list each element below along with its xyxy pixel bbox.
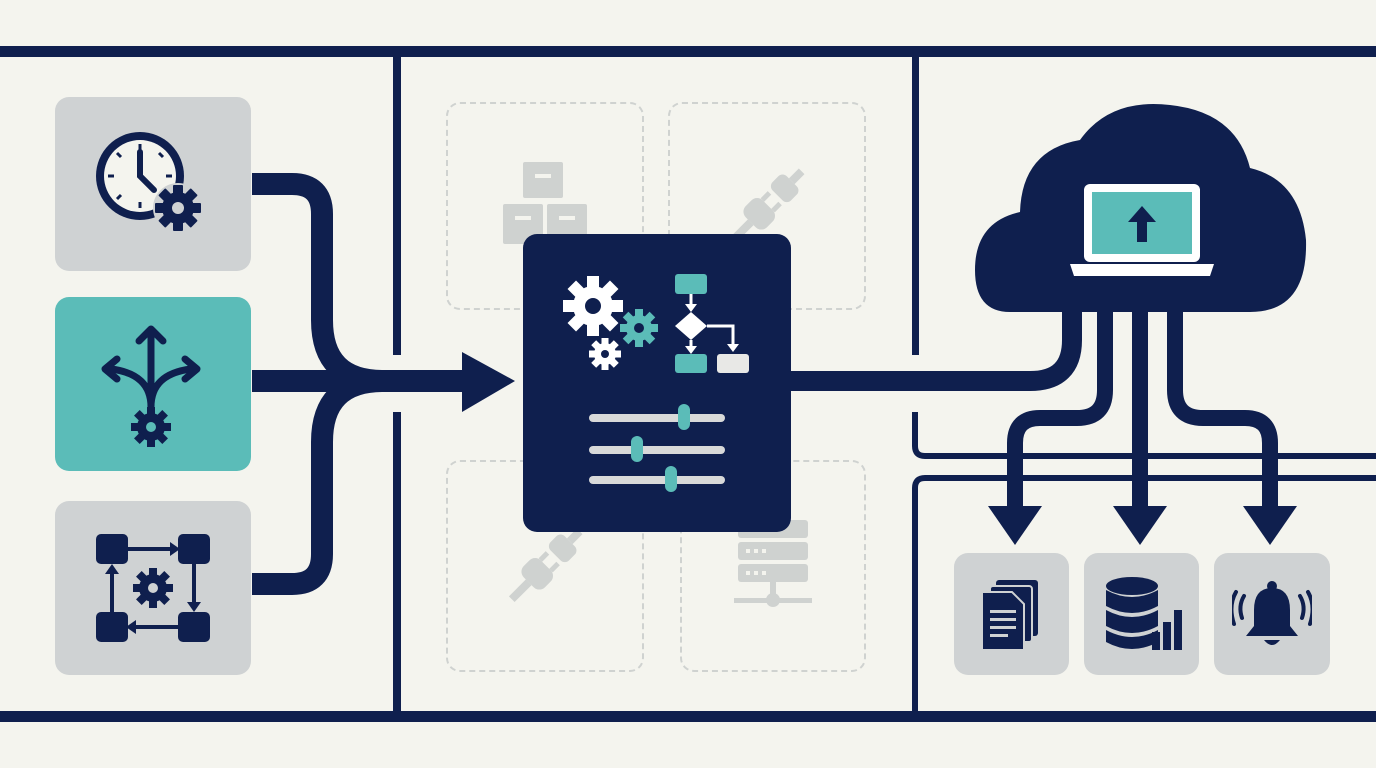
processor-to-cloud-connector — [790, 295, 1082, 391]
arrowhead-notification — [1243, 506, 1297, 545]
workflow-trigger-tile — [55, 501, 251, 675]
input-connectors — [252, 173, 470, 595]
bottom-rail — [0, 711, 1376, 722]
routing-trigger-tile — [55, 297, 251, 471]
notification-output-tile — [1214, 553, 1330, 675]
sliders-icon — [589, 404, 725, 492]
plug-icon — [508, 528, 583, 603]
documents-output-tile — [954, 553, 1069, 675]
branching-arrows-gear-icon — [101, 325, 201, 447]
node-loop-gear-icon — [96, 534, 210, 642]
divider-right-upper — [912, 57, 919, 355]
laptop-upload-icon — [1070, 184, 1214, 276]
merge-arrowhead — [462, 352, 515, 412]
right-panel-rails — [912, 412, 1376, 711]
clock-gear-icon — [96, 132, 203, 233]
plug-icon — [730, 168, 805, 243]
top-rail — [0, 46, 1376, 57]
arrowhead-database — [1113, 506, 1167, 545]
server-icon — [734, 520, 812, 607]
scheduled-trigger-tile — [55, 97, 251, 271]
gears-icon — [563, 276, 658, 370]
placeholder-integration-top — [668, 102, 866, 310]
database-chart-icon — [1105, 577, 1182, 650]
processor-icons — [563, 274, 749, 492]
divider-left-upper — [393, 57, 401, 355]
database-output-tile — [1084, 553, 1199, 675]
divider-left-lower — [393, 412, 401, 711]
placeholder-server — [680, 460, 866, 672]
bell-icon — [1232, 581, 1312, 645]
processor-panel — [523, 234, 791, 532]
arrowhead-documents — [988, 506, 1042, 545]
documents-icon — [980, 580, 1038, 651]
output-connectors — [1007, 300, 1278, 512]
flowchart-icon — [675, 274, 749, 373]
